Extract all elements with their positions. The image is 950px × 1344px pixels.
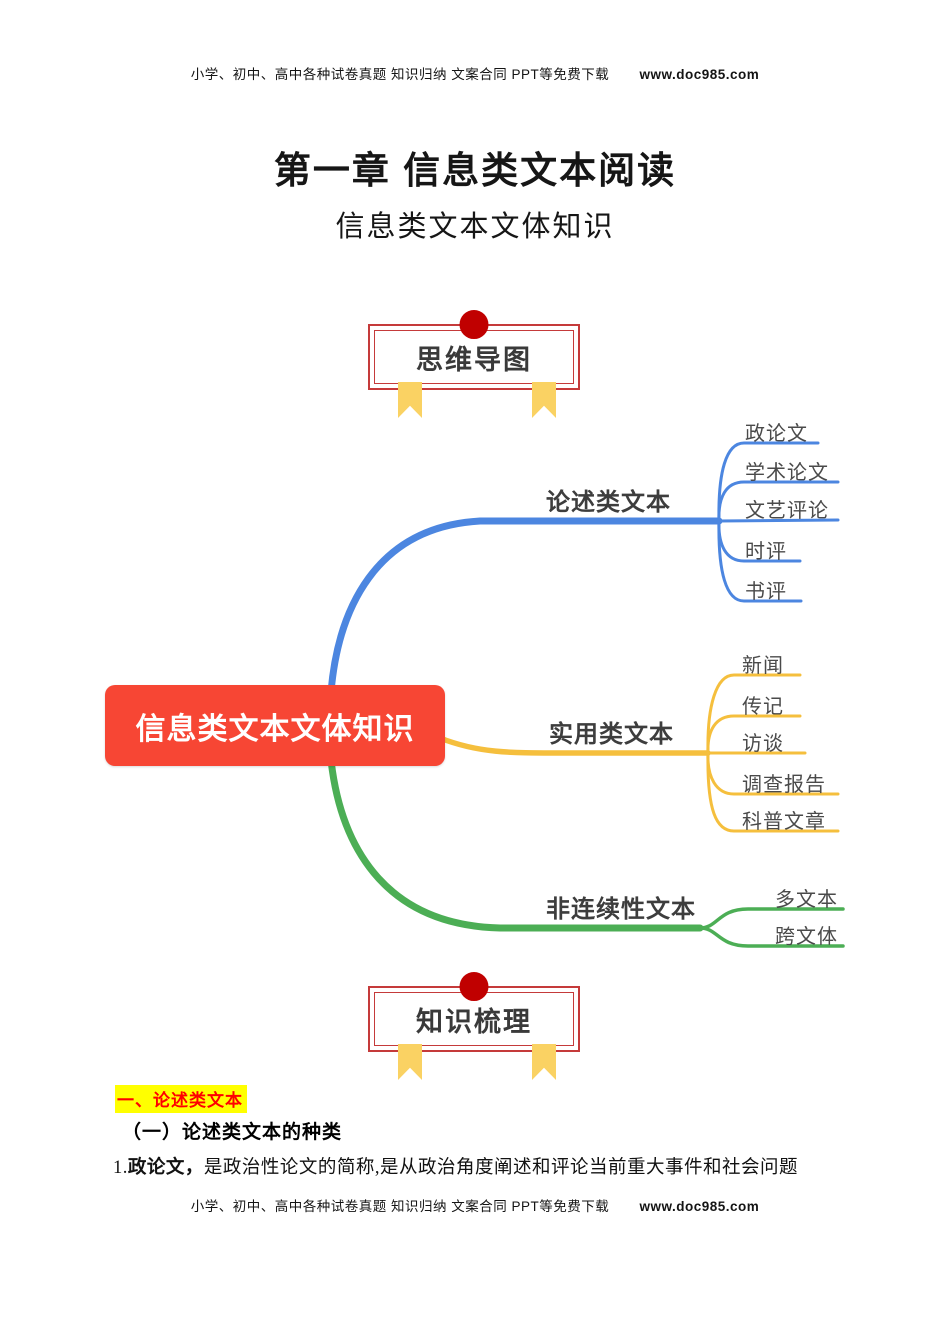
leaf-shuping: 书评 xyxy=(745,581,787,603)
chapter-title: 第一章 信息类文本阅读 xyxy=(273,150,677,191)
body-paragraph: 1.政论文，是政治性论文的简称,是从政治角度阐述和评论当前重大事件和社会问题 xyxy=(113,1153,888,1179)
paragraph-text: 是政治性论文的简称,是从政治角度阐述和评论当前重大事件和社会问题 xyxy=(203,1158,799,1178)
subsection-heading: （一）论述类文本的种类 xyxy=(122,1122,343,1143)
mindmap-badge-label: 思维导图 xyxy=(416,344,532,375)
paragraph-number: 1. xyxy=(113,1158,128,1178)
leaf-kuawenti: 跨文体 xyxy=(775,926,838,948)
page-header: 小学、初中、高中各种试卷真题 知识归纳 文案合同 PPT等免费下载 www.do… xyxy=(0,63,950,83)
mindmap-connectors xyxy=(327,441,845,948)
leaf-duowenben: 多文本 xyxy=(775,889,838,911)
branch-feilianxu: 非连续性文本 xyxy=(546,896,696,923)
leaf-xinwen: 新闻 xyxy=(742,655,784,677)
section-heading-highlight: 一、论述类文本 xyxy=(115,1085,247,1113)
page-footer: 小学、初中、高中各种试卷真题 知识归纳 文案合同 PPT等免费下载 www.do… xyxy=(0,1195,950,1215)
page-title: 信息类文本文体知识 xyxy=(335,211,615,243)
mindmap-section-badge: 思维导图 xyxy=(368,310,580,418)
leaf-kepuwenzhang: 科普文章 xyxy=(742,811,826,833)
leaf-zhenglunwen: 政论文 xyxy=(745,423,808,445)
red-dot-icon xyxy=(459,972,489,1002)
leaf-diaochabaogao: 调查报告 xyxy=(742,774,826,796)
leaf-xueshulunwen: 学术论文 xyxy=(745,462,829,484)
footer-promo-text: 小学、初中、高中各种试卷真题 知识归纳 文案合同 PPT等免费下载 xyxy=(190,1199,610,1214)
paragraph-term: 政论文， xyxy=(127,1156,204,1177)
branch-shiyong: 实用类文本 xyxy=(549,721,674,748)
mindmap-root-node: 信息类文本文体知识 xyxy=(105,685,445,766)
knowledge-badge-label: 知识梳理 xyxy=(416,1006,532,1037)
header-promo-text: 小学、初中、高中各种试卷真题 知识归纳 文案合同 PPT等免费下载 xyxy=(190,67,610,82)
knowledge-section-badge: 知识梳理 xyxy=(368,972,580,1080)
branch-lunshu: 论述类文本 xyxy=(546,489,671,516)
header-site-link[interactable]: www.doc985.com xyxy=(639,67,760,82)
leaf-fangtan: 访谈 xyxy=(742,733,784,755)
red-dot-icon xyxy=(459,310,489,340)
leaf-shiping: 时评 xyxy=(745,541,787,563)
leaf-wenyipinglun: 文艺评论 xyxy=(745,500,829,522)
leaf-zhuanji: 传记 xyxy=(742,696,784,718)
footer-site-link[interactable]: www.doc985.com xyxy=(639,1199,760,1214)
